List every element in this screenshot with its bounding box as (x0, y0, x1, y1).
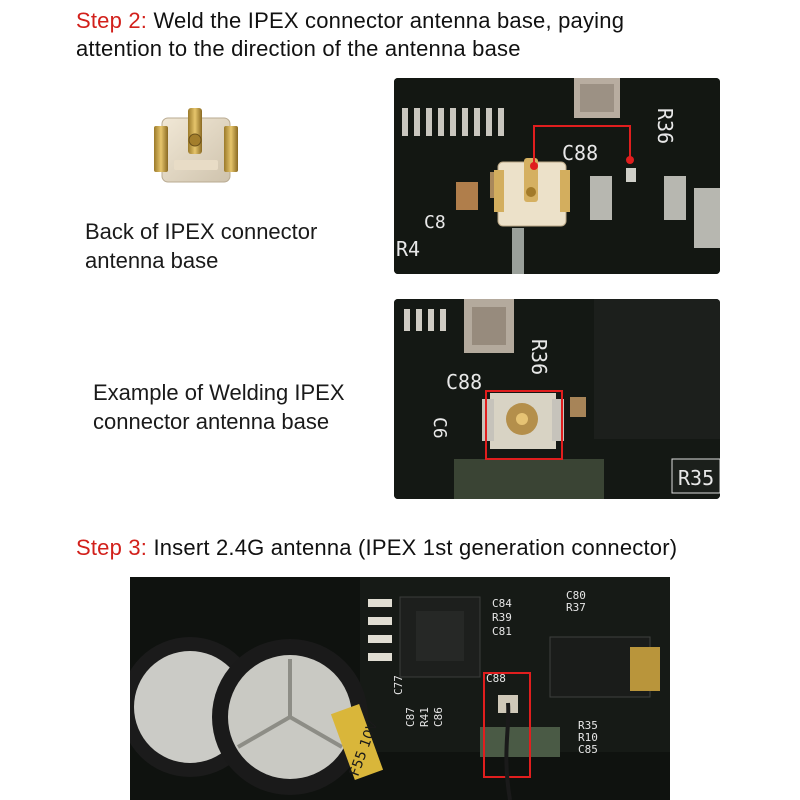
pcb-bot-c77-label: C77 (392, 675, 405, 695)
pcb-bot-r10-label: R10 (578, 731, 598, 744)
pcb-bot-c84-label: C84 (492, 597, 512, 610)
pcb-bot-c81-label: C81 (492, 625, 512, 638)
pcb-bot-c88-label: C88 (486, 672, 506, 685)
pcb-top-c88-label: C88 (562, 141, 598, 165)
pcb-photo-antenna-inserted: F55 10V C84 R39 C81 C80 R37 C88 R35 R10 … (130, 577, 670, 800)
pcb-photo-welded-connector: C88 R36 C6 R35 (394, 299, 720, 499)
step3-text: Insert 2.4G antenna (IPEX 1st generation… (153, 535, 678, 560)
pcb-mid-r35-label: R35 (678, 466, 714, 490)
pcb-bot-r37-label: R37 (566, 601, 586, 614)
pcb-bot-c86-label: C86 (432, 707, 445, 727)
pcb-photo-antenna-base-orientation: C88 R36 R4 C8 (394, 78, 720, 274)
pcb-top-r36-label: R36 (653, 108, 677, 144)
ipex-connector-back-image (150, 100, 240, 195)
caption-welding-example: Example of Welding IPEX connector antenn… (93, 378, 393, 436)
pcb-top-r4-label: R4 (396, 237, 420, 261)
pcb-bot-r41-label: R41 (418, 707, 431, 727)
step2-line1: Step 2: Weld the IPEX connector antenna … (76, 7, 776, 35)
step3-heading: Step 3: Insert 2.4G antenna (IPEX 1st ge… (76, 534, 776, 562)
pcb-mid-c6-label: C6 (429, 417, 450, 439)
pcb-bot-r39-label: R39 (492, 611, 512, 624)
caption-back-line1: Back of IPEX connector (85, 219, 318, 244)
pcb-top-c8-label: C8 (424, 212, 446, 233)
step2-heading: Step 2: Weld the IPEX connector antenna … (76, 7, 776, 63)
pcb-bot-c87-label: C87 (404, 707, 417, 727)
caption-back-of-connector: Back of IPEX connector antenna base (85, 217, 385, 275)
pcb-bot-c85-label: C85 (578, 743, 598, 756)
pcb-mid-c88-label: C88 (446, 370, 482, 394)
caption-example-line2: connector antenna base (93, 409, 330, 434)
step2-text-line2: attention to the direction of the antenn… (76, 36, 521, 61)
pcb-bot-c80-label: C80 (566, 589, 586, 602)
pcb-bot-r35-label: R35 (578, 719, 598, 732)
caption-back-line2: antenna base (85, 248, 219, 273)
step2-text-line1: Weld the IPEX connector antenna base, pa… (153, 8, 625, 33)
pcb-mid-r36-label: R36 (527, 339, 551, 375)
step2-label: Step 2: (76, 8, 148, 33)
step3-label: Step 3: (76, 535, 148, 560)
caption-example-line1: Example of Welding IPEX (93, 380, 345, 405)
